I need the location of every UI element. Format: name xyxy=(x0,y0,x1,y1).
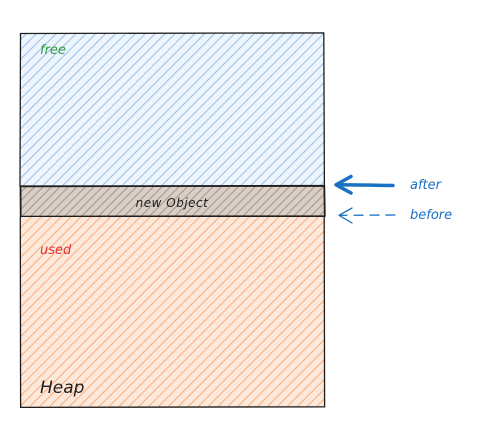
after-arrow xyxy=(334,174,395,195)
before-arrow xyxy=(338,207,396,224)
before-label: before xyxy=(410,208,453,223)
heap-label: Heap xyxy=(40,378,85,398)
used-region xyxy=(19,216,326,409)
new-object-block xyxy=(19,184,326,218)
used-label: used xyxy=(40,243,72,258)
free-label: free xyxy=(40,43,66,58)
free-region xyxy=(19,32,326,188)
after-label: after xyxy=(410,178,441,193)
new-object-label: new Object xyxy=(135,196,209,210)
